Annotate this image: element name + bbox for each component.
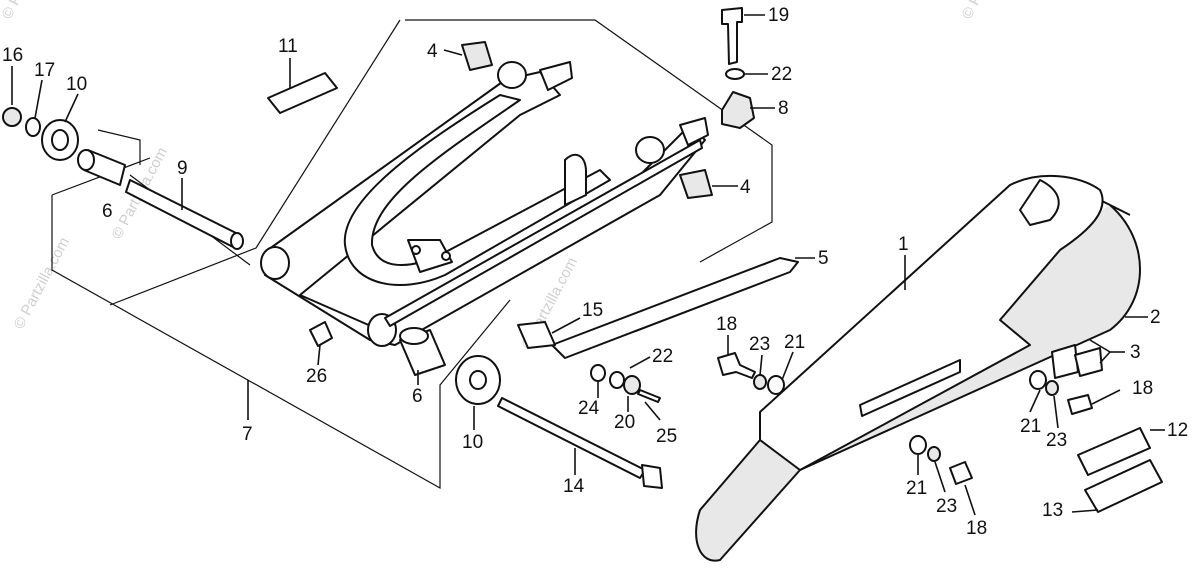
callout-21-bottom: 21 (906, 478, 927, 499)
callout-15: 15 (582, 300, 603, 321)
callout-16: 16 (2, 45, 23, 66)
callout-18-mid: 18 (716, 314, 737, 335)
callout-9: 9 (177, 158, 188, 179)
bolt-19 (721, 7, 743, 65)
washer-23b (1045, 380, 1059, 396)
pivot-parts (2, 72, 501, 405)
callout-25: 25 (656, 426, 677, 447)
leader-lines (11, 14, 1165, 516)
callout-12: 12 (1167, 420, 1188, 441)
callout-17: 17 (34, 60, 55, 81)
nut-16 (2, 107, 22, 127)
chain-link-3 (1051, 344, 1079, 379)
stopper-8 (721, 91, 755, 129)
bolt-18c (949, 461, 973, 485)
callout-18-bottom: 18 (966, 518, 987, 539)
callout-22-mid: 22 (652, 346, 673, 367)
callout-14: 14 (563, 476, 585, 497)
nut-21a (767, 375, 785, 395)
swingarm (260, 61, 709, 347)
watermark-5: © Partzilla.com (959, 0, 1021, 22)
callout-6-top: 6 (102, 201, 113, 222)
chain-assembly (695, 174, 1163, 562)
torque-link-5 (551, 257, 799, 359)
callout-5: 5 (818, 248, 829, 269)
callout-13: 13 (1042, 500, 1063, 521)
callout-4-top: 4 (427, 41, 438, 62)
nut-24 (590, 364, 606, 382)
callout-10-bottom: 10 (462, 432, 483, 453)
washer-23a (753, 374, 767, 390)
callout-4-right: 4 (740, 177, 751, 198)
callout-1: 1 (898, 234, 909, 255)
grease-nipple-26 (309, 321, 333, 347)
washer-23c (927, 446, 941, 462)
callout-labels: 16 17 10 6 9 11 4 19 22 8 4 5 1 2 3 15 2… (2, 5, 1188, 539)
callout-24: 24 (578, 398, 600, 419)
label-13 (1084, 459, 1163, 513)
pivot-shaft-9 (125, 179, 241, 249)
callout-23-bottom: 23 (936, 496, 957, 517)
chain-case-1 (759, 174, 1104, 471)
pin-15 (517, 321, 556, 349)
callout-20: 20 (614, 412, 635, 433)
bolt-18a (717, 352, 756, 379)
washer-20 (623, 375, 641, 395)
axle-14 (497, 397, 646, 479)
label-11 (267, 72, 338, 114)
callout-11: 11 (278, 36, 298, 57)
callout-6-bottom: 6 (412, 386, 423, 407)
callout-2: 2 (1150, 307, 1161, 328)
assembly-outline (51, 19, 773, 490)
callout-7: 7 (242, 424, 253, 445)
top-parts (461, 7, 755, 199)
brake-rod-parts (497, 257, 799, 489)
callout-21-mid: 21 (784, 332, 805, 353)
callout-26: 26 (306, 366, 327, 387)
callout-23-mid: 23 (749, 334, 770, 355)
nut-21b (1029, 370, 1047, 390)
callout-3: 3 (1130, 342, 1141, 363)
watermark-6: © Partzilla.com (0, 0, 61, 22)
bush-4b (679, 169, 713, 199)
callout-23-right: 23 (1046, 430, 1067, 451)
nut-21c (909, 435, 927, 455)
callout-22-top: 22 (771, 64, 792, 85)
bolt-18b (1067, 394, 1093, 415)
cotter-pin-25 (637, 389, 661, 403)
label-12 (1077, 427, 1151, 476)
washer-17 (25, 117, 41, 137)
washer-22b (609, 371, 625, 389)
callout-19: 19 (768, 5, 789, 26)
callout-8: 8 (778, 98, 789, 119)
callout-18-right: 18 (1132, 378, 1153, 399)
watermark-1: © Partzilla.com (11, 235, 73, 332)
bush-4a (461, 41, 493, 71)
callout-21-right: 21 (1020, 416, 1041, 437)
callout-10-top: 10 (66, 74, 87, 95)
washer-22a (725, 68, 745, 80)
